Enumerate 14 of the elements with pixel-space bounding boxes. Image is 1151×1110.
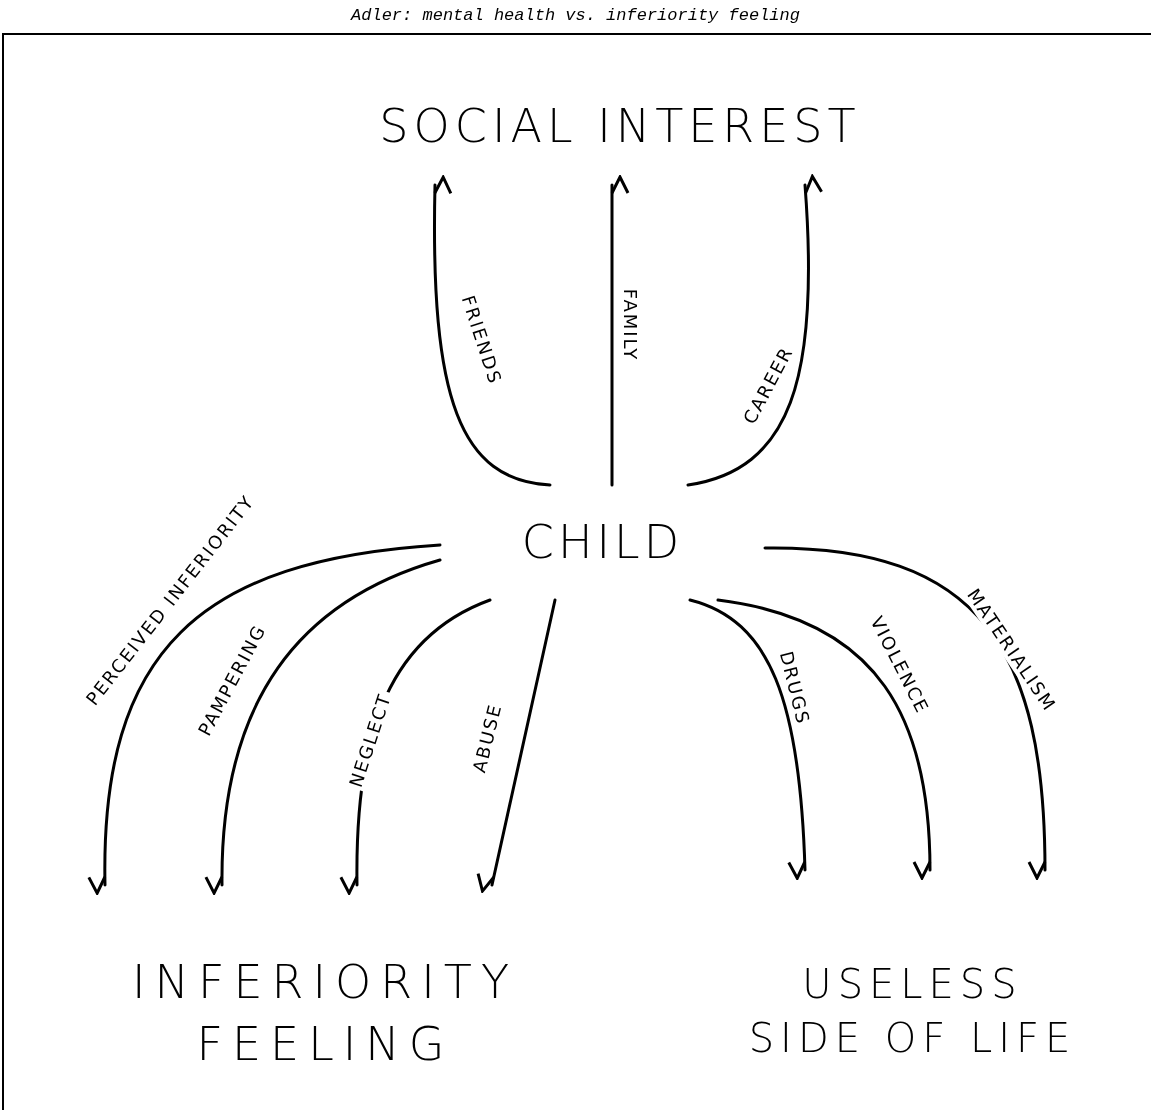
curved-arrow bbox=[688, 598, 807, 880]
curved-arrow bbox=[476, 598, 557, 893]
curved-arrow bbox=[716, 598, 932, 880]
curved-arrow bbox=[686, 175, 823, 487]
curved-arrow bbox=[433, 175, 552, 487]
curved-arrow bbox=[610, 175, 630, 487]
diagram-title: Adler: mental health vs. inferiority feeling bbox=[351, 6, 800, 25]
node-label: USELESS SIDE OF LIFE bbox=[740, 870, 1085, 1065]
node-label: CHILD bbox=[440, 485, 765, 600]
curved-arrow bbox=[763, 546, 1047, 880]
curved-arrow bbox=[204, 558, 442, 895]
node-label: INFERIORITY FEELING bbox=[60, 885, 590, 1075]
node-label: SOCIAL INTEREST bbox=[370, 95, 870, 185]
curved-arrow bbox=[87, 543, 442, 895]
